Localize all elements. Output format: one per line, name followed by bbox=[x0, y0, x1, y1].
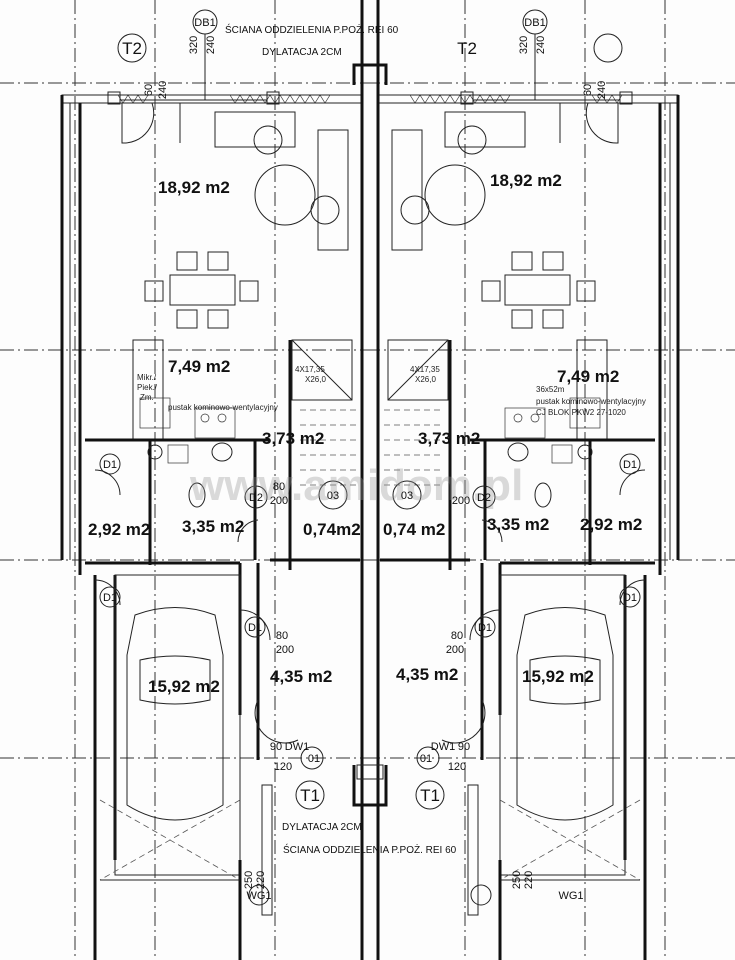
dim-120: 120 bbox=[274, 761, 292, 773]
marker-dw1: DW1 bbox=[285, 741, 309, 753]
stair-dim: 4X17,35 bbox=[410, 365, 440, 374]
area-bath-left: 3,35 m2 bbox=[182, 517, 244, 536]
dim-220: 220 bbox=[523, 871, 535, 889]
dim-90: 90 bbox=[458, 741, 470, 753]
marker-db1-right: DB1 bbox=[524, 17, 545, 29]
marker-d2: D2 bbox=[477, 492, 491, 504]
area-vestibule-right: 4,35 m2 bbox=[396, 665, 458, 684]
dim-320: 320 bbox=[518, 36, 530, 54]
marker-03: 03 bbox=[327, 490, 339, 502]
marker-db1-left: DB1 bbox=[194, 17, 215, 29]
area-closet-left: 0,74m2 bbox=[303, 520, 361, 539]
area-garage-right: 15,92 m2 bbox=[522, 667, 594, 686]
chimney-size: 36x52m bbox=[536, 385, 565, 394]
marker-d1: D1 bbox=[248, 622, 262, 634]
area-closet-right: 0,74 m2 bbox=[383, 520, 445, 539]
stair-dim: X26,0 bbox=[415, 375, 436, 384]
chimney-type: pustak kominowo-wentylacyjny bbox=[168, 403, 278, 412]
dim-60: 60 bbox=[582, 84, 594, 96]
marker-t1-left: T1 bbox=[300, 786, 320, 805]
chimney-type: pustak kominowo-wentylacyjny bbox=[536, 397, 646, 406]
dim-200: 200 bbox=[276, 644, 294, 656]
marker-dw1: DW1 bbox=[431, 741, 455, 753]
area-boiler-left: 2,92 m2 bbox=[88, 520, 150, 539]
marker-d1: D1 bbox=[623, 459, 637, 471]
area-hall-left: 3,73 m2 bbox=[262, 429, 324, 448]
dim-200: 200 bbox=[446, 644, 464, 656]
marker-t2-right: T2 bbox=[457, 39, 477, 58]
area-garage-left: 15,92 m2 bbox=[148, 677, 220, 696]
fire-wall-label-top: ŚCIANA ODDZIELENIA P.POŻ. REI 60 bbox=[225, 23, 399, 36]
marker-01: 01 bbox=[308, 753, 320, 765]
marker-03: 03 bbox=[401, 490, 413, 502]
dim-60: 60 bbox=[143, 84, 155, 96]
dim-80: 80 bbox=[276, 630, 288, 642]
marker-d2: D2 bbox=[249, 492, 263, 504]
marker-wg1: WG1 bbox=[558, 890, 583, 902]
party-wall bbox=[352, 0, 388, 960]
marker-t2-left: T2 bbox=[122, 39, 142, 58]
dim-220: 220 bbox=[255, 871, 267, 889]
marker-d1: D1 bbox=[103, 592, 117, 604]
dim-80: 80 bbox=[451, 630, 463, 642]
area-bath-right: 3,35 m2 bbox=[487, 515, 549, 534]
stair-dim: 4X17,35 bbox=[295, 365, 325, 374]
dim-240: 240 bbox=[535, 36, 547, 54]
area-boiler-right: 2,92 m2 bbox=[580, 515, 642, 534]
dim-200: 200 bbox=[452, 495, 470, 507]
expansion-joint-label-bottom: DYLATACJA 2CM bbox=[282, 822, 362, 833]
area-hall-right: 3,73 m2 bbox=[418, 429, 480, 448]
marker-t1-right: T1 bbox=[420, 786, 440, 805]
area-living-left: 18,92 m2 bbox=[158, 178, 230, 197]
dim-240: 240 bbox=[596, 81, 608, 99]
watermark: www.amidom.pl bbox=[189, 461, 523, 510]
stair-dim: X26,0 bbox=[305, 375, 326, 384]
marker-d1: D1 bbox=[478, 622, 492, 634]
dim-250: 250 bbox=[511, 871, 523, 889]
marker-d1: D1 bbox=[103, 459, 117, 471]
fire-wall-label-bottom: ŚCIANA ODDZIELENIA P.POŻ. REI 60 bbox=[283, 843, 457, 856]
kitchen-note: Mikr./ bbox=[137, 373, 157, 382]
area-kitchen-right: 7,49 m2 bbox=[557, 367, 619, 386]
dim-90: 90 bbox=[270, 741, 282, 753]
dim-200: 200 bbox=[270, 495, 288, 507]
dim-120: 120 bbox=[448, 761, 466, 773]
dim-80: 80 bbox=[273, 481, 285, 493]
dim-240: 240 bbox=[157, 81, 169, 99]
marker-01: 01 bbox=[420, 753, 432, 765]
kitchen-note: Zm. bbox=[140, 393, 154, 402]
dim-250: 250 bbox=[243, 871, 255, 889]
area-vestibule-left: 4,35 m2 bbox=[270, 667, 332, 686]
marker-wg1: WG1 bbox=[246, 890, 271, 902]
expansion-joint-label-top: DYLATACJA 2CM bbox=[262, 47, 342, 58]
dim-240: 240 bbox=[205, 36, 217, 54]
kitchen-note: Piek./ bbox=[137, 383, 158, 392]
marker-d1: D1 bbox=[623, 592, 637, 604]
area-kitchen-left: 7,49 m2 bbox=[168, 357, 230, 376]
chimney-model: CJ BLOK PKW2 27-1020 bbox=[536, 408, 626, 417]
area-living-right: 18,92 m2 bbox=[490, 171, 562, 190]
dim-320: 320 bbox=[188, 36, 200, 54]
